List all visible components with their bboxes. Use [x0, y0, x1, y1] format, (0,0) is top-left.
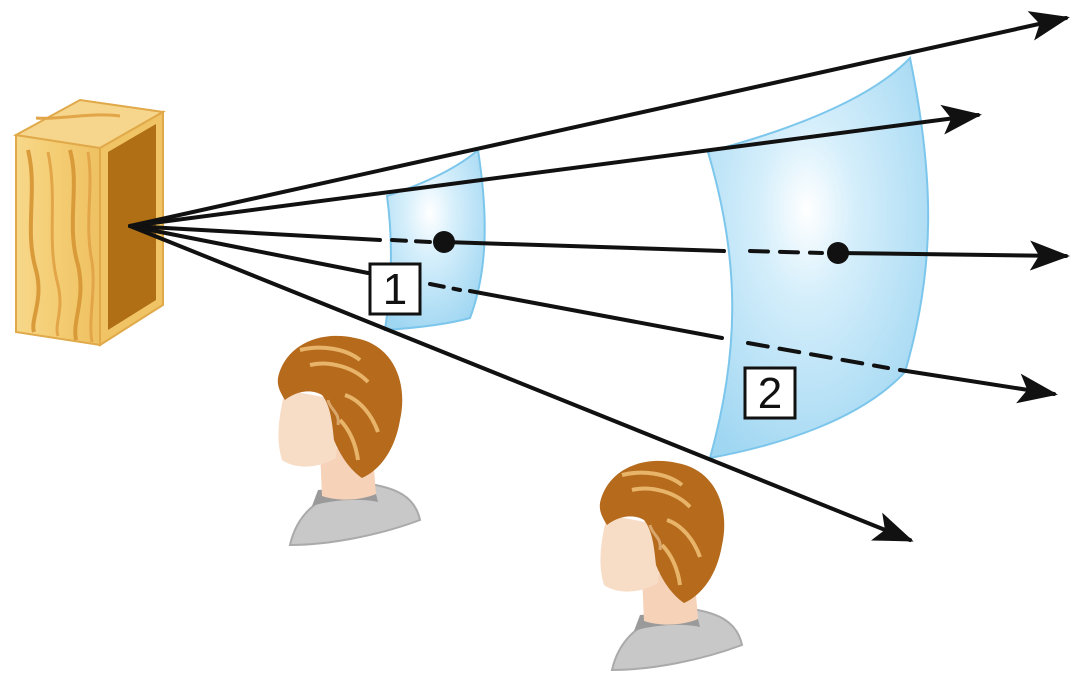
ray-top	[128, 11, 1070, 228]
ray-center-seg-1	[128, 224, 382, 242]
ray-bottom	[128, 224, 914, 542]
person-head-icon	[599, 460, 744, 672]
ray-lower-dash-1	[428, 282, 462, 292]
ray-lower-seg-1	[128, 224, 370, 275]
label-1-text: 1	[383, 265, 407, 314]
ray-center-dash-1	[390, 238, 432, 244]
ray-lower-seg-2	[468, 289, 724, 340]
ray-upper	[128, 104, 982, 228]
label-2-text: 2	[758, 369, 782, 418]
ray-center-dash-2	[748, 249, 824, 255]
label-box-1: 1	[368, 262, 422, 316]
ray-center-seg-2	[443, 240, 726, 253]
person-head-icon	[277, 335, 422, 547]
ray-lower-seg-3	[898, 368, 1058, 404]
rays	[128, 11, 1070, 542]
ray-center-seg-3	[836, 240, 1070, 271]
far-surface-center-dot	[827, 242, 849, 264]
box-source-icon	[12, 98, 167, 347]
label-box-2: 2	[743, 366, 797, 420]
ray-lower-dash-2	[746, 341, 890, 370]
far-wavefront-surface	[706, 55, 930, 460]
near-surface-center-dot	[433, 231, 455, 253]
